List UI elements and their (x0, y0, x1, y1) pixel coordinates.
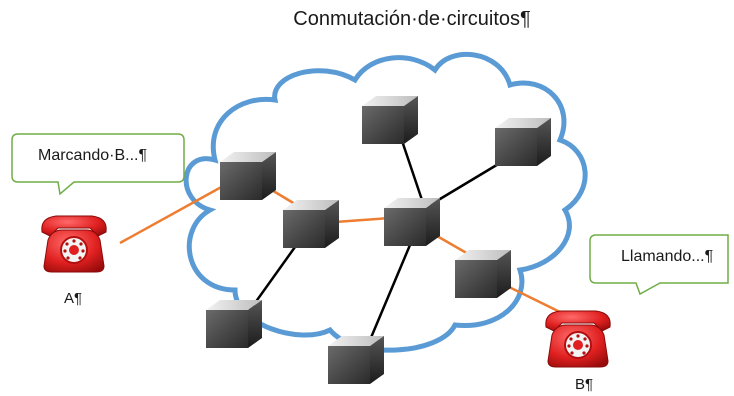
switch-node (206, 300, 262, 348)
switch-node (283, 200, 339, 248)
diagram-title: Conmutación·de·circuitos¶ (293, 8, 531, 30)
switch-node (328, 336, 384, 384)
link-idle-2 (429, 158, 506, 207)
phone-b-label: B¶ (575, 376, 594, 393)
link-idle-3 (248, 239, 302, 311)
phone-a-label: A¶ (64, 290, 83, 307)
link-idle-4 (368, 244, 412, 341)
bubble-left-text: Marcando·B...¶ (38, 147, 148, 164)
link-phone-a-to-switch (119, 183, 226, 245)
switch-node (455, 250, 511, 298)
phone-a-icon (40, 215, 108, 273)
switch-node (384, 198, 440, 246)
link-active-2 (334, 216, 391, 224)
switch-node (495, 118, 551, 166)
link-switch-to-phone-b (504, 283, 561, 314)
switch-node (220, 152, 276, 200)
bubble-right-text: Llamando...¶ (621, 248, 714, 265)
switch-node (362, 96, 418, 144)
phone-b-icon (544, 310, 612, 368)
speech-bubble-right (589, 234, 729, 296)
speech-bubble-left (11, 133, 185, 196)
